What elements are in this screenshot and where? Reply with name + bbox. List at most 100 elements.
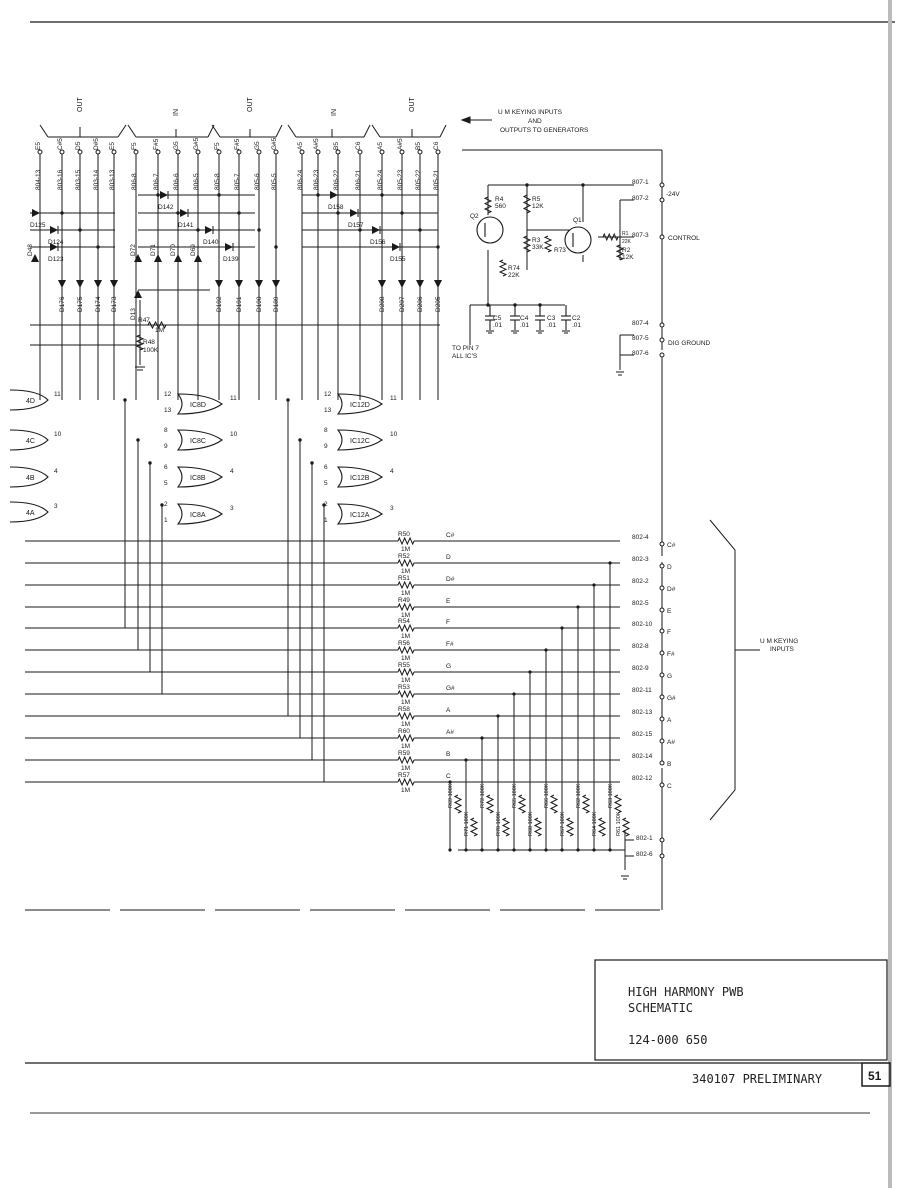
pin-note-label: F#5 bbox=[234, 138, 241, 150]
pin-terminal bbox=[315, 149, 321, 155]
connector-terminal bbox=[659, 760, 665, 766]
connector-note-label: C# bbox=[667, 542, 676, 549]
diode-label: D48 bbox=[27, 244, 34, 256]
diode-label: D123 bbox=[48, 256, 64, 263]
diode-symbol bbox=[255, 280, 263, 288]
pin-header-label: 803-16 bbox=[57, 169, 64, 190]
pin-note-label: A#5 bbox=[313, 138, 320, 150]
pulldown-resistor bbox=[533, 817, 543, 837]
junction-dot bbox=[608, 848, 612, 852]
connector-terminal bbox=[659, 716, 665, 722]
pulldown-label: R61 100K bbox=[616, 811, 622, 836]
resistor-label: R59 bbox=[398, 750, 410, 757]
pin-note-label: F5 bbox=[131, 142, 138, 150]
pulldown-label: R72 100K bbox=[480, 783, 486, 808]
junction-dot bbox=[538, 303, 542, 307]
junction-dot bbox=[496, 848, 500, 852]
ground-symbol bbox=[616, 371, 629, 880]
pulldown-resistor bbox=[581, 794, 591, 814]
pin-807-3: 807-3 bbox=[632, 232, 649, 239]
pulldown-label: R69 100K bbox=[448, 783, 454, 808]
pin-note-label: A5 bbox=[297, 142, 304, 150]
junction-dot bbox=[560, 626, 564, 630]
junction-dot bbox=[581, 183, 585, 187]
diode-symbol bbox=[378, 280, 386, 288]
pin-note-label: G5 bbox=[254, 141, 261, 150]
pulldown-resistor bbox=[469, 817, 479, 837]
diode-symbol bbox=[32, 209, 40, 217]
r2-label: R2 bbox=[622, 247, 631, 254]
diode-label: D155 bbox=[390, 256, 406, 263]
diode-symbol bbox=[154, 254, 162, 262]
connector-note-label: A# bbox=[667, 739, 675, 746]
key-resistor bbox=[397, 645, 415, 655]
diode-symbol bbox=[134, 254, 142, 262]
diode-label: D13 bbox=[130, 308, 137, 320]
connector-pin-label: 802-10 bbox=[632, 621, 653, 628]
r48-symbol bbox=[135, 334, 145, 351]
diode-label: D158 bbox=[328, 204, 344, 211]
junction-dot bbox=[358, 228, 362, 232]
pin-807-1: 807-1 bbox=[632, 179, 649, 186]
pulldown-label: R68 100K bbox=[528, 811, 534, 836]
pin-807-6: 807-6 bbox=[632, 350, 649, 357]
pin-terminal bbox=[379, 149, 385, 155]
diode-symbol bbox=[76, 280, 84, 288]
resistor-label: R54 bbox=[398, 618, 410, 625]
pin-terminal bbox=[59, 149, 65, 155]
pin-header-label: 805-22 bbox=[415, 169, 422, 190]
gate-pin: 10 bbox=[230, 431, 238, 438]
pin-note-label: G#5 bbox=[193, 137, 200, 150]
diode-symbol bbox=[134, 290, 142, 298]
resistor-value: 1M bbox=[401, 677, 410, 684]
connector-terminal bbox=[659, 782, 665, 788]
gate-label: IC12B bbox=[350, 475, 370, 482]
or-gate bbox=[176, 393, 223, 415]
connector-note-label: D bbox=[667, 564, 672, 571]
junction-dot bbox=[274, 245, 278, 249]
gate-label: 4D bbox=[26, 398, 35, 405]
junction-dot bbox=[528, 848, 532, 852]
connector-pin-label: 802-2 bbox=[632, 578, 649, 585]
connector-note-label: G# bbox=[667, 695, 676, 702]
pin-note-label: E5 bbox=[109, 142, 116, 150]
junction-dot bbox=[608, 561, 612, 565]
resistor-value: 1M bbox=[401, 721, 410, 728]
pin-header-label: 805-21 bbox=[433, 169, 440, 190]
junction-dot bbox=[136, 438, 140, 442]
junction-dot bbox=[257, 228, 261, 232]
pin-terminal bbox=[399, 149, 405, 155]
q2-label: Q2 bbox=[470, 213, 479, 220]
diode-symbol bbox=[205, 226, 213, 234]
pin-header-label: 804-13 bbox=[35, 169, 42, 190]
part-number: 124-000 650 bbox=[628, 1033, 707, 1047]
c4-label: C4 bbox=[520, 315, 529, 322]
gate-pin: 11 bbox=[390, 395, 397, 402]
gate-label: IC8C bbox=[190, 438, 206, 445]
r5-symbol bbox=[522, 194, 532, 214]
connector-pin-label: 802-8 bbox=[632, 643, 649, 650]
r5-value: 12K bbox=[532, 203, 544, 210]
key-resistor bbox=[397, 558, 415, 568]
resistor-value: 1M bbox=[401, 633, 410, 640]
connector-terminal bbox=[659, 837, 665, 843]
pulldown-resistor bbox=[597, 817, 607, 837]
connector-note-label: E bbox=[667, 608, 672, 615]
r5-label: R5 bbox=[532, 196, 541, 203]
note-label: A bbox=[446, 707, 451, 714]
resistor-label: R49 bbox=[398, 597, 410, 604]
key-resistor bbox=[397, 536, 415, 546]
gate-label: IC8D bbox=[190, 402, 206, 409]
diode-symbol bbox=[398, 280, 406, 288]
r3-symbol bbox=[522, 235, 532, 253]
resistor-value: 1M bbox=[401, 546, 410, 553]
pin-terminal bbox=[299, 149, 305, 155]
note-label: G# bbox=[446, 685, 455, 692]
r4-symbol bbox=[483, 196, 493, 214]
junction-dot bbox=[310, 461, 314, 465]
note-label: A# bbox=[446, 729, 454, 736]
junction-dot bbox=[400, 211, 404, 215]
junction-dot bbox=[60, 211, 64, 215]
c2-value: .01 bbox=[572, 322, 581, 329]
pulldown-label: R63 100K bbox=[608, 783, 614, 808]
